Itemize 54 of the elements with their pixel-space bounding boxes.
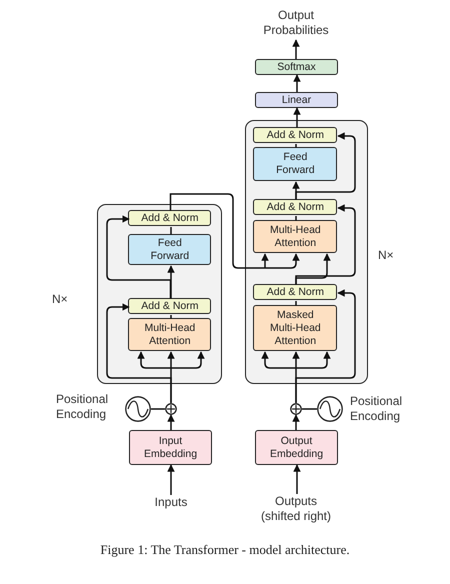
add-symbol <box>290 403 302 415</box>
arrow <box>106 215 172 299</box>
arrow <box>292 414 300 430</box>
arrow <box>167 265 175 299</box>
add-norm-layer: Add & Norm <box>253 284 338 300</box>
sine-wave-icon <box>125 396 151 422</box>
connector-line <box>170 315 172 319</box>
stack-count-label: N× <box>378 248 395 263</box>
arrow <box>293 107 301 128</box>
add-norm-layer: Add & Norm <box>128 298 212 314</box>
connector-line <box>295 216 297 221</box>
positional-encoding-label: Positional Encoding <box>350 394 404 424</box>
connector-line <box>151 408 165 410</box>
arrow <box>170 193 300 269</box>
attention-layer: Multi-Head Attention <box>128 318 212 352</box>
sine-wave-icon <box>317 396 343 422</box>
linear-layer: Linear <box>255 92 338 108</box>
positional-encoding-label: Positional Encoding <box>56 392 110 422</box>
arrow <box>295 132 356 200</box>
branch-arrow <box>137 351 171 369</box>
connector-line <box>295 144 297 148</box>
add-norm-layer: Add & Norm <box>253 199 338 216</box>
embedding-layer: Output Embedding <box>255 430 338 465</box>
arrow <box>293 464 301 494</box>
arrow <box>167 414 175 430</box>
output-label: Output Probabilities <box>254 8 338 40</box>
masked-attention-layer: Masked Multi-Head Attention <box>253 305 338 352</box>
arrow <box>167 464 175 495</box>
branch-arrow <box>261 351 296 369</box>
stack-count-label: N× <box>52 292 69 307</box>
add-norm-layer: Add & Norm <box>128 210 212 226</box>
arrow <box>295 204 356 285</box>
branch-arrow <box>171 351 205 369</box>
softmax-layer: Softmax <box>255 59 338 75</box>
arrow <box>106 303 172 403</box>
connector-line <box>302 408 317 410</box>
feed-forward-layer: Feed Forward <box>253 147 338 182</box>
connector-line <box>170 227 172 235</box>
figure-caption: Figure 1: The Transformer - model architecture. <box>99 542 351 558</box>
decoder-stack <box>245 120 368 384</box>
feed-forward-layer: Feed Forward <box>128 234 212 266</box>
connector-line <box>295 301 297 306</box>
branch-arrow <box>296 351 331 369</box>
add-norm-layer: Add & Norm <box>253 127 338 144</box>
input-label: Inputs <box>136 495 206 512</box>
output-label: Outputs (shifted right) <box>254 494 338 526</box>
arrow <box>295 289 356 403</box>
arrow <box>292 39 300 59</box>
encoder-stack <box>97 204 222 384</box>
branch-arrow <box>261 253 269 268</box>
attention-layer: Multi-Head Attention <box>253 220 338 254</box>
arrow <box>293 74 301 92</box>
embedding-layer: Input Embedding <box>129 430 212 465</box>
add-symbol <box>165 403 177 415</box>
